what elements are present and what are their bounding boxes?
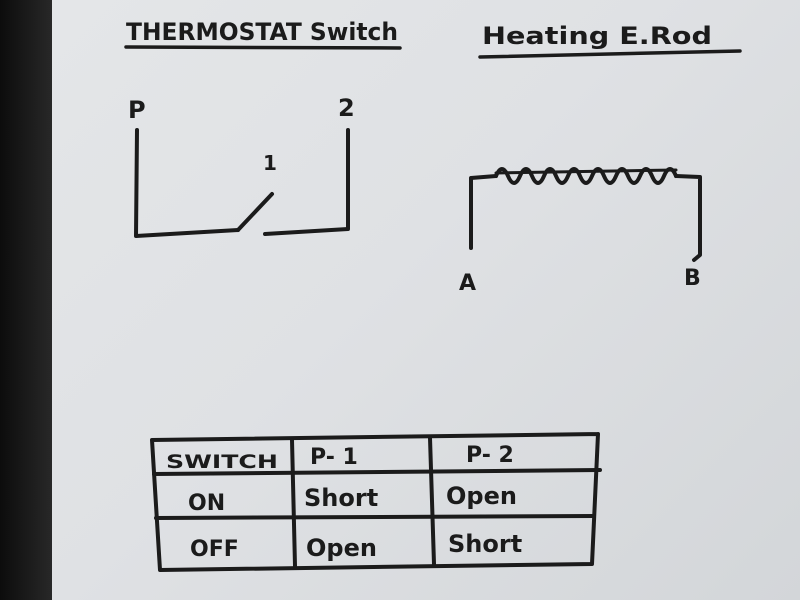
table-row-dividers bbox=[152, 468, 602, 520]
wire-contact-2 bbox=[263, 128, 350, 236]
terminal-2-label: 2 bbox=[338, 94, 355, 122]
switch-state-table: SWITCH P- 1 P- 2 ON Short Open OFF Open … bbox=[150, 432, 602, 572]
table-border bbox=[150, 432, 600, 572]
row-off-p2: Short bbox=[448, 530, 522, 558]
heater-title: Heating E.Rod bbox=[482, 22, 712, 50]
paper-sheet bbox=[52, 0, 800, 600]
header-switch: SWITCH bbox=[166, 451, 278, 473]
coil-core bbox=[494, 168, 678, 175]
row-on-p2: Open bbox=[446, 482, 517, 510]
header-p2: P- 2 bbox=[466, 443, 514, 468]
terminal-b-label: B bbox=[684, 266, 701, 291]
terminal-p-label: P bbox=[128, 96, 146, 124]
wire-terminal-a bbox=[469, 174, 498, 250]
thermostat-switch-symbol: P 2 1 bbox=[128, 94, 355, 238]
dark-background-edge bbox=[0, 0, 56, 600]
thermostat-title-underline bbox=[124, 45, 402, 50]
row-off-label: OFF bbox=[190, 537, 239, 562]
wire-p-contact bbox=[134, 128, 240, 238]
row-on-p1: Short bbox=[304, 484, 378, 512]
header-p1: P- 1 bbox=[310, 445, 358, 470]
heater-title-underline bbox=[478, 49, 742, 59]
heating-rod-symbol: A B bbox=[459, 167, 702, 296]
wire-terminal-b bbox=[674, 174, 702, 262]
row-off-p1: Open bbox=[306, 534, 377, 562]
row-on-label: ON bbox=[188, 491, 225, 516]
terminal-a-label: A bbox=[459, 271, 476, 296]
table-column-dividers bbox=[290, 436, 436, 568]
terminal-1-label: 1 bbox=[263, 151, 277, 175]
switch-blade bbox=[236, 192, 274, 232]
thermostat-title: THERMOSTAT Switch bbox=[126, 18, 398, 46]
